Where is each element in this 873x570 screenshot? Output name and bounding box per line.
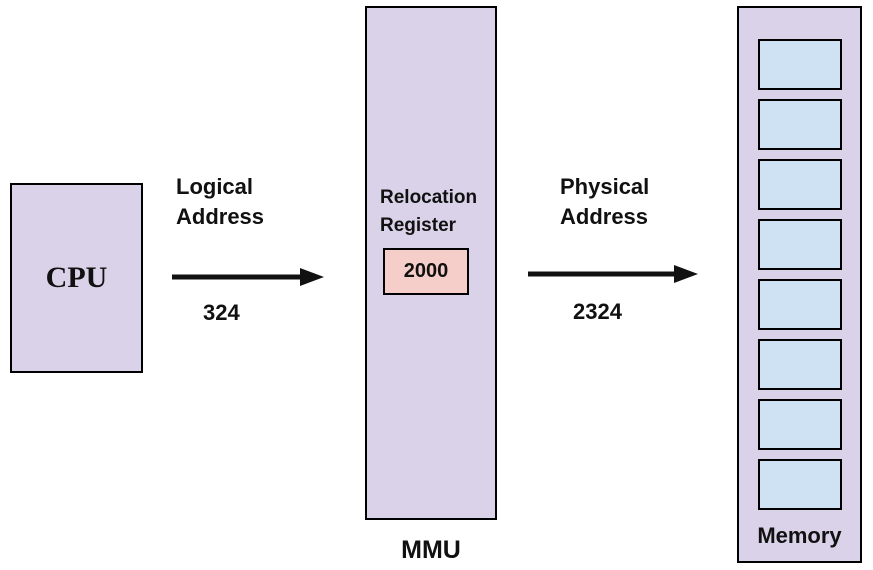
memory-cell <box>757 159 842 210</box>
memory-box: Memory <box>737 6 862 563</box>
logical-address-label: Logical Address <box>176 174 265 229</box>
memory-cell <box>757 99 842 150</box>
mmu-box: Relocation Register 2000 <box>365 6 497 520</box>
physical-address-label: Physical Address <box>560 174 650 229</box>
memory-cell <box>757 219 842 270</box>
relocation-register-box: 2000 <box>383 248 469 295</box>
cpu-box: CPU <box>10 183 143 373</box>
memory-cell <box>757 279 842 330</box>
memory-cell <box>757 459 842 510</box>
physical-address-value: 2324 <box>573 299 622 324</box>
memory-cell <box>757 39 842 90</box>
relocation-register-label: Relocation Register <box>380 187 478 236</box>
mmu-caption: MMU <box>401 536 461 564</box>
cpu-label: CPU <box>45 261 108 294</box>
physical-address-arrow <box>528 265 698 283</box>
relocation-register-value: 2000 <box>403 260 449 282</box>
logical-address-arrow <box>172 268 324 286</box>
logical-address-value: 324 <box>203 300 240 325</box>
memory-cell <box>757 399 842 450</box>
memory-cell <box>757 339 842 390</box>
memory-cells <box>739 39 860 510</box>
memory-caption: Memory <box>757 523 842 548</box>
